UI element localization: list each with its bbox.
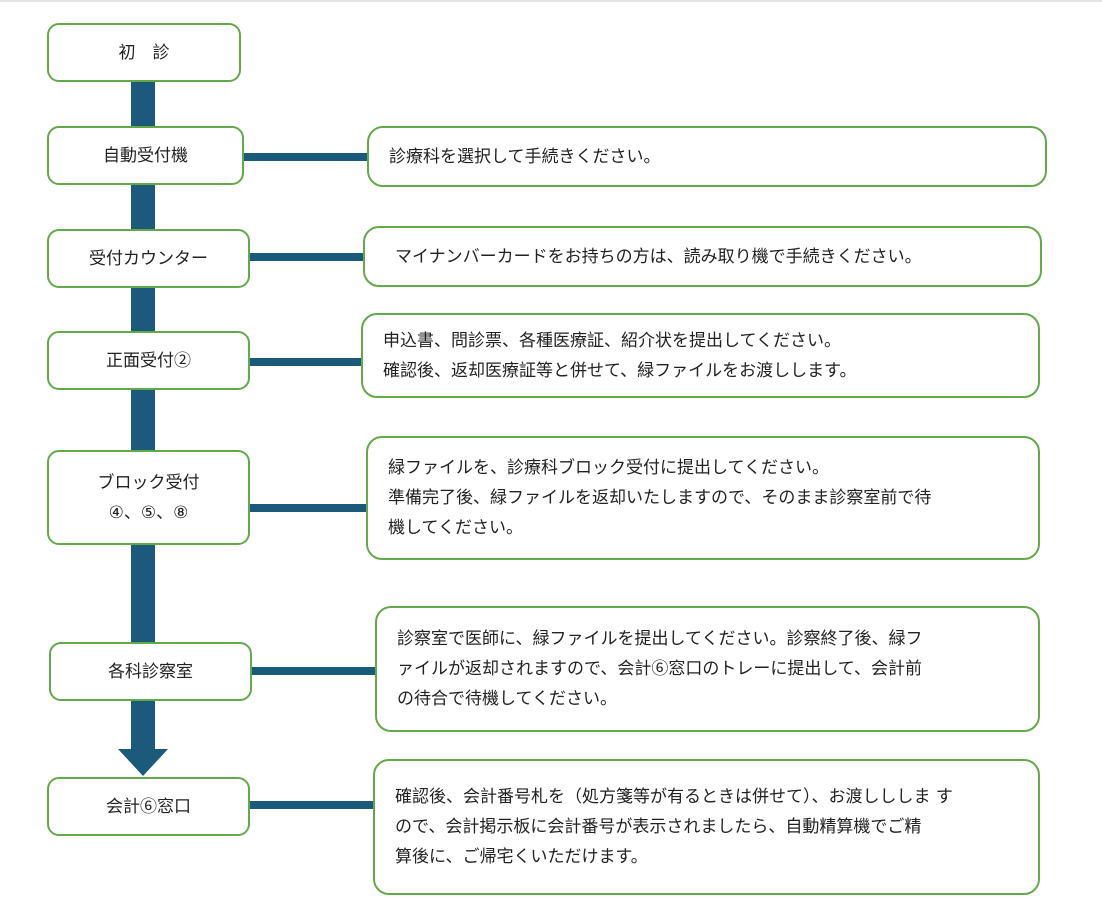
- desc-line: マイナンバーカードをお持ちの方は、読み取り機で手続きください。: [395, 246, 922, 267]
- desc-line: 診療科を選択して手続きください。: [389, 146, 661, 167]
- desc-line: の待合で待機してください。: [397, 689, 617, 709]
- desc-line: ので、会計掲示板に会計番号が表示されましたら、自動精算機でご精: [395, 817, 922, 837]
- desc-line: 申込書、問診票、各種医療証、紹介状を提出してください。: [383, 330, 841, 351]
- connector-2: [249, 253, 365, 261]
- desc-line: 確認後、返却医療証等と併せて、緑ファイルをお渡しします。: [383, 360, 857, 381]
- flow-arrow-shaft: [131, 82, 155, 750]
- desc-cashier-window: 確認後、会計番号札を（処方箋等が有るときは併せて）、お渡しししま す ので、会計…: [373, 759, 1040, 895]
- desc-line: ァイルが返却されますので、会計⑥窓口のトレーに提出して、会計前: [397, 659, 922, 679]
- desc-front-desk: 申込書、問診票、各種医療証、紹介状を提出してください。 確認後、返却医療証等と併…: [361, 313, 1040, 398]
- connector-4: [249, 504, 368, 512]
- connector-1: [243, 153, 369, 161]
- desc-line: 算後に、ご帰宅くいただけます。: [395, 847, 648, 867]
- connector-5: [251, 667, 377, 675]
- step-reception-counter: 受付カウンター: [47, 229, 250, 288]
- step-consultation-room: 各科診察室: [49, 642, 252, 701]
- step-label: 受付カウンター: [89, 248, 208, 269]
- step-first-visit: 初 診: [47, 23, 241, 82]
- flow-arrow-head: [118, 749, 168, 776]
- desc-block-reception: 緑ファイルを、診療科ブロック受付に提出してください。 準備完了後、緑ファイルを返…: [366, 436, 1040, 560]
- desc-line: 診察室で医師に、緑ファイルを提出してください。診察終了後、緑フ: [397, 629, 923, 649]
- connector-3: [249, 358, 363, 366]
- step-label: 自動受付機: [103, 145, 188, 166]
- step-cashier-window: 会計⑥窓口: [47, 777, 250, 836]
- step-label: 会計⑥窓口: [106, 796, 191, 817]
- step-label: 初 診: [118, 42, 170, 63]
- step-label: ブロック受付: [97, 472, 200, 493]
- desc-line: 確認後、会計番号札を（処方箋等が有るときは併せて）、お渡しししま す: [395, 787, 953, 807]
- step-front-desk: 正面受付②: [47, 331, 250, 390]
- step-label-2: ④、⑤、⑧: [108, 502, 189, 523]
- desc-line: 緑ファイルを、診療科ブロック受付に提出してください。: [388, 458, 829, 478]
- top-divider: [0, 0, 1102, 2]
- desc-line: 機してください。: [388, 518, 523, 538]
- step-label: 各科診察室: [108, 661, 193, 682]
- desc-line: 準備完了後、緑ファイルを返却いたしますので、そのまま診察室前で待: [388, 488, 932, 508]
- connector-6: [249, 801, 375, 809]
- desc-auto-reception: 診療科を選択して手続きください。: [367, 126, 1047, 187]
- desc-reception-counter: マイナンバーカードをお持ちの方は、読み取り機で手続きください。: [363, 226, 1042, 287]
- step-label: 正面受付②: [106, 350, 191, 371]
- step-auto-reception: 自動受付機: [47, 126, 244, 185]
- desc-consultation-room: 診察室で医師に、緑ファイルを提出してください。診察終了後、緑フ ァイルが返却され…: [375, 606, 1040, 732]
- step-block-reception: ブロック受付 ④、⑤、⑧: [47, 450, 250, 545]
